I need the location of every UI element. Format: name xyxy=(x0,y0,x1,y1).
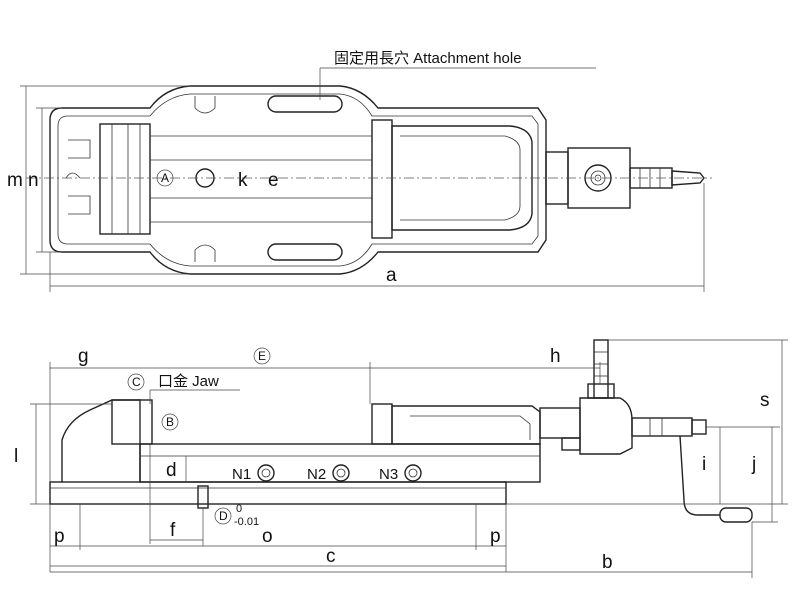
top-movable-body xyxy=(391,125,533,231)
dim-i-label: i xyxy=(702,454,706,475)
dim-a-label: a xyxy=(386,265,397,286)
marker-E-label: E xyxy=(258,349,266,363)
marker-B-circle xyxy=(161,413,179,431)
marker-A-circle xyxy=(156,169,174,187)
marker-D-circle xyxy=(214,507,232,525)
dim-o-label: o xyxy=(262,526,273,547)
side-booster-post xyxy=(593,339,609,399)
side-booster xyxy=(579,397,633,455)
side-body xyxy=(139,443,541,483)
dim-b-label: b xyxy=(602,552,613,573)
marker-C-circle xyxy=(127,373,145,391)
top-base-outline xyxy=(49,85,547,275)
dim-s-label: s xyxy=(760,390,770,411)
nut-N2-label: N2 xyxy=(307,466,326,483)
dim-e-label: e xyxy=(268,170,279,191)
nut-N2 xyxy=(332,464,350,482)
marker-D-label: D xyxy=(219,509,228,523)
dim-l-label: l xyxy=(14,446,18,467)
attachment-slot-top xyxy=(267,95,343,113)
top-view: m n a k e A 固定用長穴 Attachment hole xyxy=(7,50,712,292)
top-fixed-jaw xyxy=(99,123,151,235)
dim-k-label: k xyxy=(238,170,248,191)
side-base-plate xyxy=(49,481,507,505)
nut-N3 xyxy=(404,464,422,482)
side-crank-arm xyxy=(679,435,720,516)
nut-N1 xyxy=(257,464,275,482)
marker-B-label: B xyxy=(166,415,174,429)
dim-d-label: d xyxy=(166,460,177,481)
side-stud xyxy=(197,485,209,509)
side-movable-jaw xyxy=(371,403,393,445)
jaw-label: 口金 Jaw xyxy=(158,373,219,390)
dim-g-label: g xyxy=(78,346,89,367)
marker-A-label: A xyxy=(161,171,169,185)
nut-N3-label: N3 xyxy=(379,466,398,483)
side-fixed-jaw xyxy=(61,399,141,482)
nut-N1-label: N1 xyxy=(232,466,251,483)
marker-C-label: C xyxy=(132,375,141,389)
top-movable-jaw xyxy=(371,119,393,239)
side-movable-body xyxy=(391,405,541,445)
tolerance-lower: -0.01 xyxy=(234,516,259,528)
dim-j-label: j xyxy=(751,454,756,475)
dim-m-label: m xyxy=(7,170,23,191)
dim-h-label: h xyxy=(550,346,561,367)
attachment-hole-label: 固定用長穴 Attachment hole xyxy=(334,50,522,67)
dim-n-label: n xyxy=(28,170,39,191)
dim-p-right-label: p xyxy=(490,526,501,547)
side-view: N1 N2 N3 g h E C 口金 Jaw B s i j xyxy=(14,339,788,578)
attachment-slot-bottom xyxy=(267,243,343,261)
dim-c-label: c xyxy=(326,546,336,567)
side-crank-grip xyxy=(719,507,753,523)
side-spindle-housing xyxy=(539,407,581,439)
tolerance-upper: 0 xyxy=(236,503,242,515)
top-base-inner xyxy=(57,93,539,267)
dim-f-label: f xyxy=(170,520,176,541)
marker-E-circle xyxy=(253,347,271,365)
dim-p-left-label: p xyxy=(54,526,65,547)
